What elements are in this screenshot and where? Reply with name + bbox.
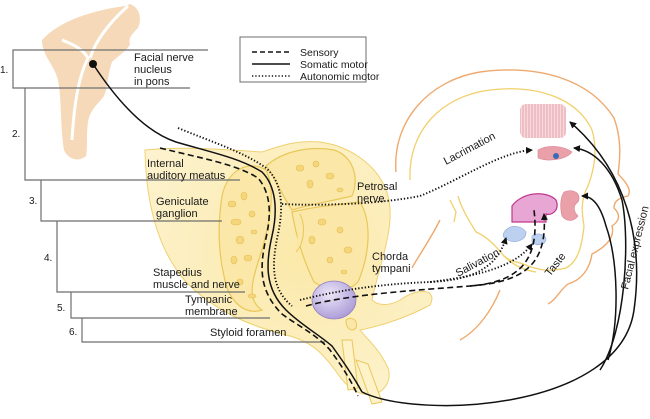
legend-box (239, 36, 367, 83)
motor-branch-mouth (581, 192, 617, 361)
legend-somatic-label: Somatic motor (300, 59, 368, 71)
label-internal-auditory-meatus: Internal auditory meatus (147, 158, 226, 182)
bone-pores (227, 160, 353, 299)
brainstem-shape (42, 4, 140, 160)
forehead-muscle (520, 104, 566, 138)
label-styloid-foramen: Styloid foramen (210, 327, 286, 339)
bracket-4 (56, 221, 245, 293)
motor-branch-forehead (361, 121, 638, 407)
label-salivation: Salivation (454, 247, 502, 280)
bracket-2 (24, 88, 240, 181)
segment-number-4: 4. (44, 253, 52, 264)
label-geniculate-ganglion: Geniculate ganglion (156, 196, 212, 220)
segment-number-6: 6. (69, 327, 77, 338)
motor-branch-eye (573, 145, 627, 371)
legend-autonomic-label: Autonomic motor (300, 71, 380, 83)
bracket-6 (81, 318, 325, 343)
segment-number-3: 3. (29, 196, 37, 207)
orbicularis-oris (560, 190, 580, 221)
tongue (511, 193, 558, 223)
bracket-3 (40, 180, 222, 222)
autonomic-trunk (177, 127, 293, 307)
legend: Sensory Somatic motor Autonomic motor (239, 36, 380, 83)
taste-sensory-branch (469, 213, 548, 287)
chorda-autonomic-branch-2 (429, 243, 533, 283)
skull-outline (409, 88, 596, 271)
segment-number-2: 2. (12, 129, 20, 140)
petrous-bone-upper (265, 147, 356, 211)
segment-brackets (12, 49, 325, 343)
brainstem-fissure (61, 4, 129, 141)
skin-outline (395, 69, 630, 305)
jaw-outline (449, 195, 537, 273)
bracket-1 (12, 49, 208, 89)
legend-sensory-label: Sensory (300, 47, 339, 59)
segment-number-1: 1. (0, 65, 8, 76)
label-tympanic-membrane: Tympanic membrane (185, 294, 238, 318)
segment-number-5: 5. (57, 303, 65, 314)
brainstem-pons (42, 4, 140, 160)
label-taste: Taste (543, 251, 569, 279)
label-petrosal-nerve: Petrosal nerve (357, 181, 400, 205)
label-facial-nerve-nucleus: Facial nerve nucleus in pons (134, 52, 197, 88)
bracket-5 (70, 292, 270, 319)
head-profile (395, 69, 630, 341)
label-chorda-tympani: Chorda tympani (372, 251, 411, 275)
petrosal-autonomic-branch (281, 146, 533, 206)
somatic-motor-trunk (92, 63, 363, 393)
ossicle-shapes (295, 213, 357, 331)
salivary-gland-sublingual (531, 233, 547, 246)
salivary-gland-submandibular (502, 226, 527, 242)
sensory-trunk (159, 147, 359, 397)
label-stapedius: Stapedius muscle and nerve (153, 267, 240, 291)
eye (553, 153, 559, 159)
neck-outline (411, 219, 501, 341)
chorda-sensory-branch (305, 209, 536, 307)
nerve-pathways (92, 63, 638, 407)
